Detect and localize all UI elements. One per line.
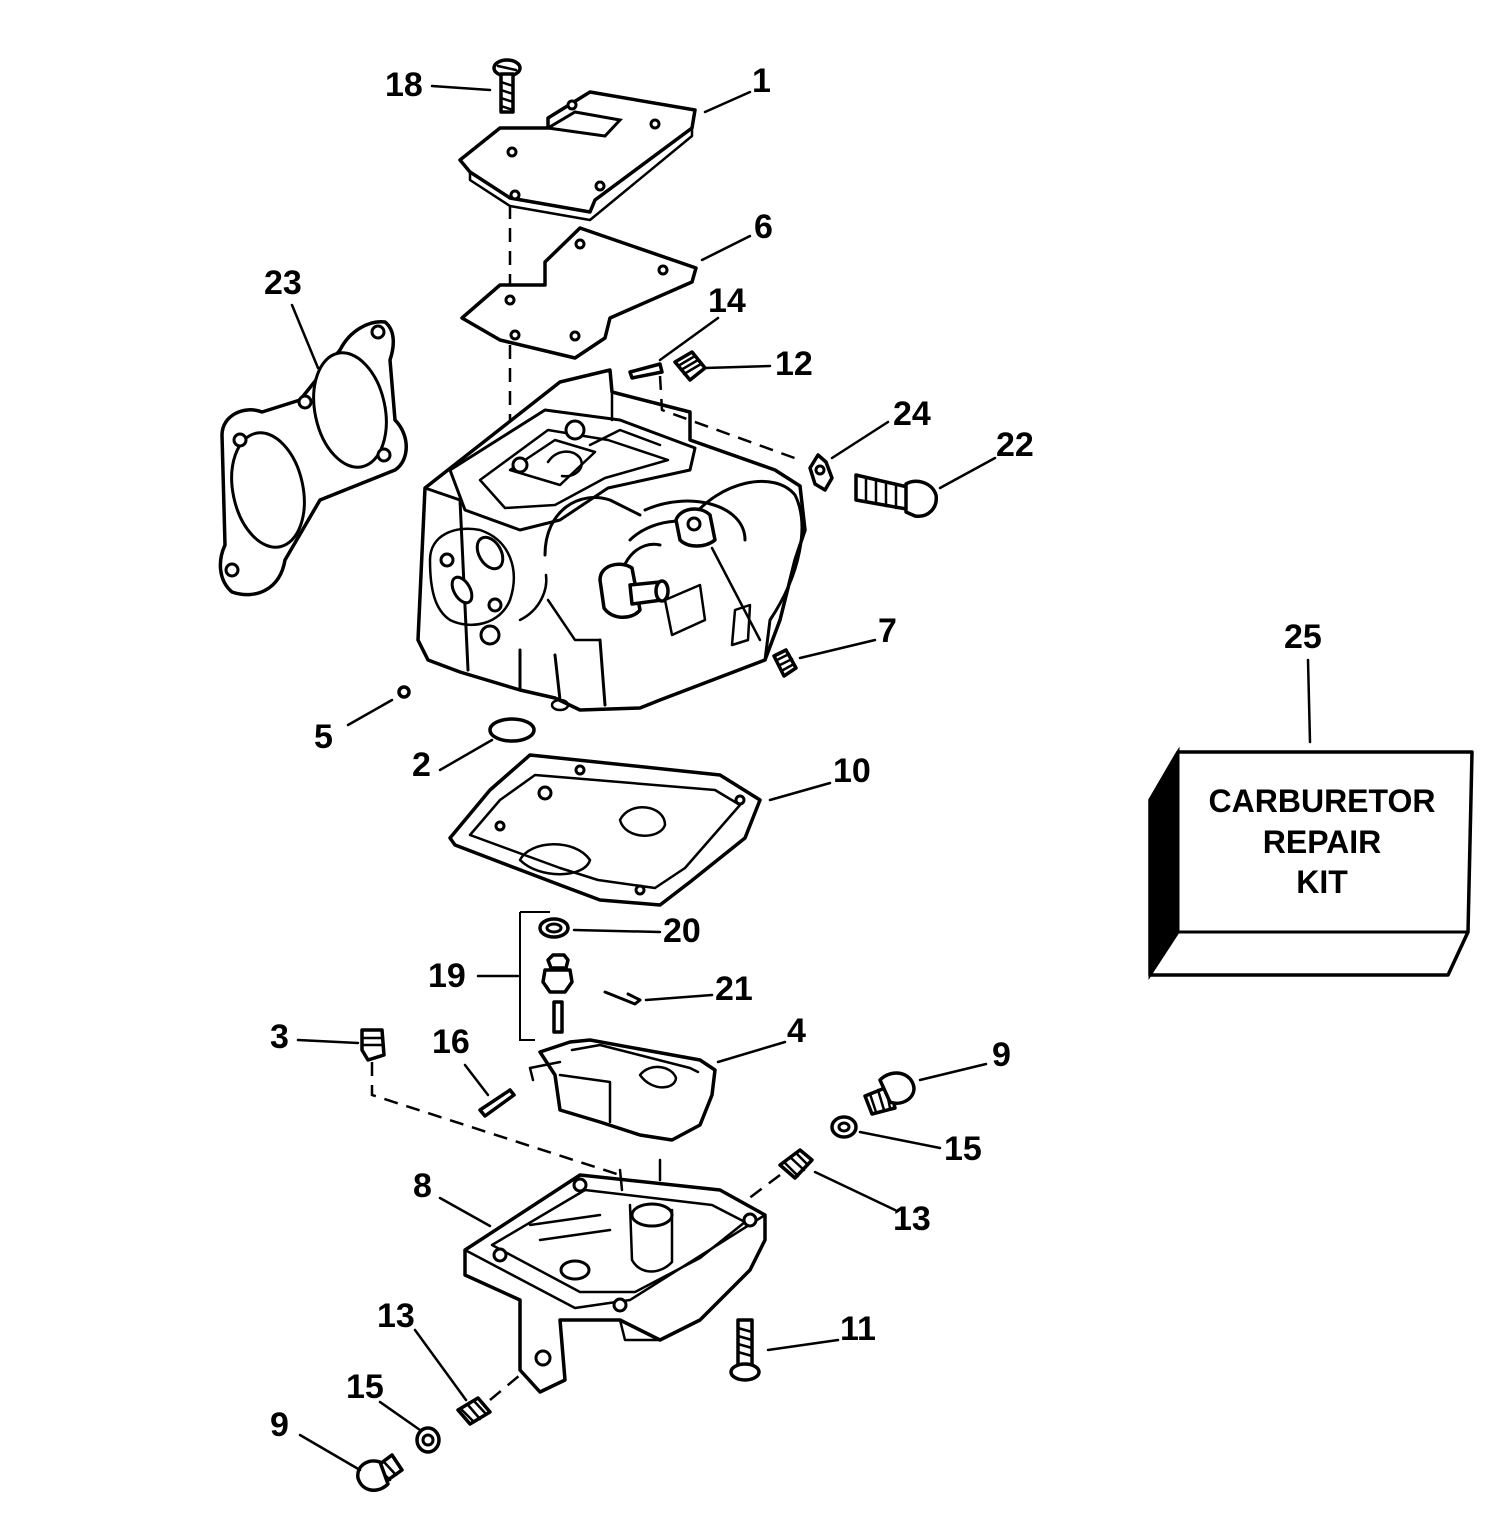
- callout-6: 6: [754, 208, 773, 246]
- part-3-jet: [360, 1028, 386, 1062]
- part-15-washer-right: [830, 1115, 858, 1139]
- carburetor-body: [416, 368, 807, 712]
- callout-12: 12: [775, 345, 813, 383]
- callout-13-left: 13: [377, 1297, 415, 1335]
- callout-22: 22: [996, 426, 1034, 464]
- kit-label-line1: CARBURETOR: [1209, 783, 1436, 819]
- part-24-lockwasher: [808, 453, 834, 492]
- callout-21: 21: [715, 970, 753, 1008]
- part-13-screw-left: [456, 1396, 492, 1426]
- callout-15-left: 15: [346, 1368, 384, 1406]
- part-9-screw-left: [356, 1453, 404, 1492]
- callout-19: 19: [428, 957, 466, 995]
- callout-11: 11: [840, 1310, 876, 1348]
- kit-label-line3: KIT: [1296, 864, 1348, 900]
- callout-3: 3: [270, 1018, 289, 1056]
- part-14-pin: [628, 362, 664, 380]
- part-20-washer: [538, 917, 570, 939]
- part-12-spring: [673, 350, 707, 382]
- callout-25: 25: [1284, 618, 1322, 656]
- part-8-float-bowl: [463, 1173, 767, 1394]
- kit-label-line2: REPAIR: [1263, 824, 1382, 860]
- callout-9-left: 9: [270, 1406, 289, 1444]
- callout-5: 5: [314, 718, 333, 756]
- part-23-flange-gasket: [218, 320, 408, 597]
- callout-23: 23: [264, 264, 302, 302]
- callout-8: 8: [413, 1167, 432, 1205]
- part-4-float: [528, 1038, 717, 1142]
- callout-9-right: 9: [992, 1036, 1011, 1074]
- part-9-screw-right: [863, 1071, 916, 1116]
- part-22-screw: [854, 473, 938, 518]
- part-21-clip: [603, 990, 642, 1006]
- part-1-cover-plate: [458, 90, 697, 222]
- part-16-pin: [478, 1088, 516, 1118]
- part-2-disc: [488, 717, 536, 743]
- part-13-screw-right: [778, 1148, 814, 1180]
- part-15-washer-left: [415, 1426, 441, 1454]
- part-25-repair-kit-box: [1148, 746, 1474, 981]
- part-10-bowl-gasket: [448, 753, 762, 907]
- callout-18: 18: [385, 66, 423, 104]
- callout-20: 20: [663, 912, 701, 950]
- part-11-screw: [729, 1318, 761, 1382]
- leader-lines: [290, 84, 1312, 1472]
- callout-2: 2: [412, 746, 431, 784]
- callout-7: 7: [878, 612, 897, 650]
- part-6-gasket: [460, 226, 698, 360]
- part-7-spring: [772, 648, 798, 678]
- part-19-needle-valve: [519, 911, 574, 1041]
- part-18-screw: [492, 58, 522, 114]
- callout-24: 24: [893, 395, 931, 433]
- callout-13-right: 13: [893, 1200, 931, 1238]
- callout-4: 4: [787, 1012, 806, 1050]
- callout-16: 16: [432, 1023, 470, 1061]
- part-5-ball: [397, 685, 411, 699]
- callout-15-right: 15: [944, 1130, 982, 1168]
- callout-10: 10: [833, 752, 871, 790]
- callout-14: 14: [708, 282, 746, 320]
- callout-1: 1: [752, 62, 771, 100]
